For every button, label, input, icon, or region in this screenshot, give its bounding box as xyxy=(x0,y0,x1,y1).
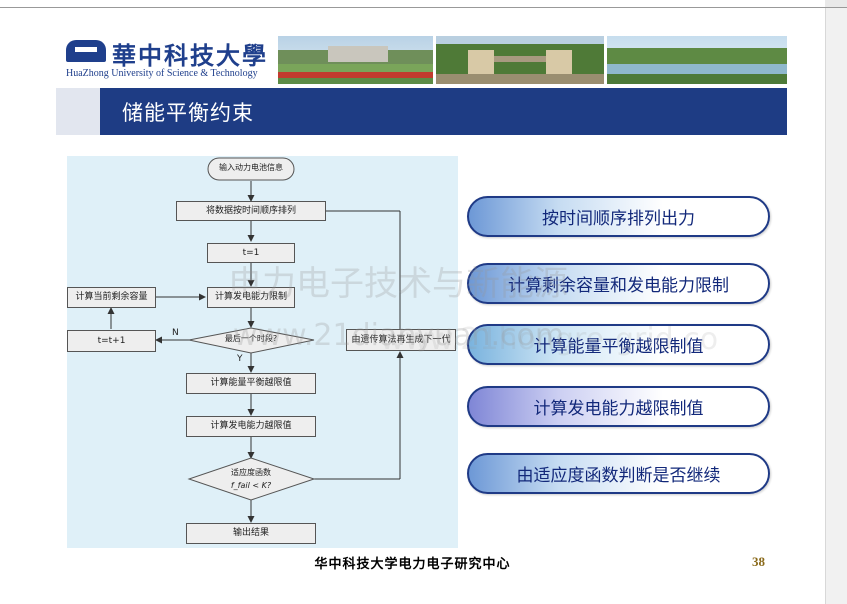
flow-genetic-node: 由遗传算法再生成下一代 xyxy=(346,329,456,351)
university-emblem-icon xyxy=(66,40,106,62)
campus-photos-image xyxy=(278,36,787,84)
step-pill-2-label: 计算剩余容量和发电能力限制 xyxy=(508,276,729,296)
campus-photo-banner xyxy=(278,36,787,84)
flow-input-node: 输入动力电池信息 xyxy=(219,163,283,172)
top-rule xyxy=(0,7,847,8)
university-logo: 華中科技大學 HuaZhong University of Science & … xyxy=(66,36,276,82)
page-number: 38 xyxy=(752,554,765,569)
step-pill-3: 计算能量平衡越限制值 xyxy=(467,324,770,365)
right-margin xyxy=(825,8,847,604)
slide-title: 储能平衡约束 xyxy=(122,101,254,125)
step-pill-3-label: 计算能量平衡越限制值 xyxy=(533,337,704,357)
flow-init-node: t=1 xyxy=(207,243,295,263)
step-pill-4-label: 计算发电能力越限制值 xyxy=(533,399,704,419)
flow-last-period-decision: 最后一个时段? xyxy=(224,334,278,343)
step-pill-5: 由适应度函数判断是否继续 xyxy=(467,453,770,494)
flow-increment-node: t=t+1 xyxy=(67,330,156,352)
flow-fitness-condition: f_fail < K? xyxy=(230,481,272,490)
flowchart-connectors xyxy=(107,157,404,523)
flow-output-node: 输出结果 xyxy=(186,523,316,544)
flow-fitness-label: 适应度函数 xyxy=(231,468,271,477)
step-pill-1: 按时间顺序排列出力 xyxy=(467,196,770,237)
flow-branch-yes: Y xyxy=(237,354,243,364)
flow-branch-no: N xyxy=(172,328,179,338)
flow-calc-gen-node: 计算发电能力限制 xyxy=(207,287,295,308)
university-name-cn: 華中科技大學 xyxy=(112,41,268,70)
step-pill-4: 计算发电能力越限制值 xyxy=(467,386,770,427)
title-bar-accent xyxy=(56,88,100,135)
step-pill-5-label: 由适应度函数判断是否继续 xyxy=(516,466,721,486)
flow-calc-remain-node: 计算当前剩余容量 xyxy=(67,287,156,308)
flow-calc-balance-node: 计算能量平衡越限值 xyxy=(186,373,316,394)
footer-text: 华中科技大学电力电子研究中心 xyxy=(314,557,511,572)
flowchart: 输入动力电池信息 将数据按时间顺序排列 t=1 计算发电能力限制 计算当前剩余容… xyxy=(67,156,458,548)
step-pill-2: 计算剩余容量和发电能力限制 xyxy=(467,263,770,304)
step-pill-1-label: 按时间顺序排列出力 xyxy=(542,209,695,229)
flow-sort-node: 将数据按时间顺序排列 xyxy=(176,201,326,221)
flow-calc-gen-limit-node: 计算发电能力越限值 xyxy=(186,416,316,437)
university-name-en: HuaZhong University of Science & Technol… xyxy=(66,68,258,79)
title-bar xyxy=(56,88,787,135)
